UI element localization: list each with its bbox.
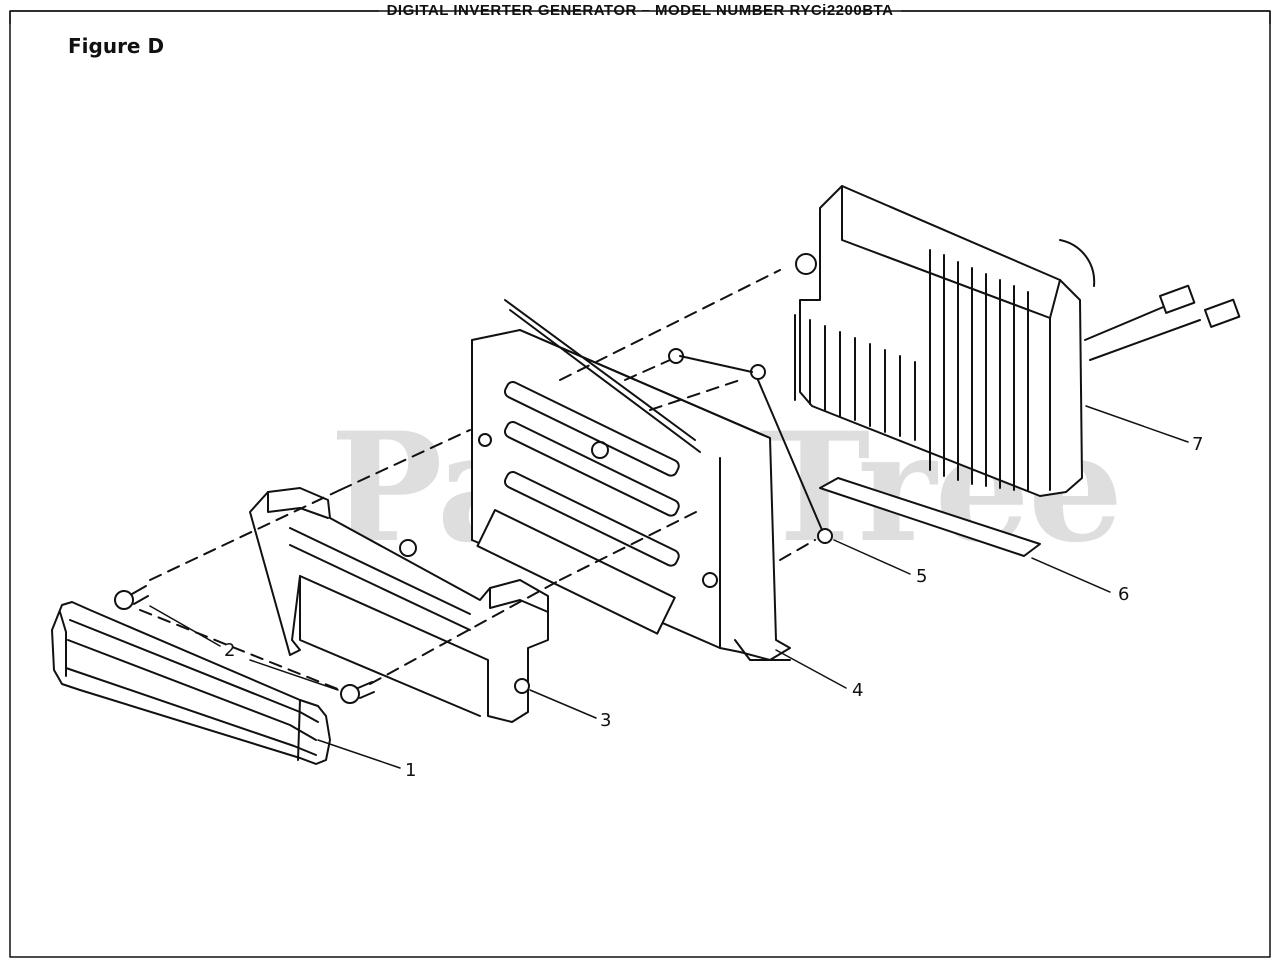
- leader-3: [529, 689, 597, 719]
- part-5-screws[interactable]: [668, 348, 833, 544]
- leader-2: [149, 605, 339, 691]
- leader-1: [317, 739, 401, 769]
- callout-2[interactable]: 2: [224, 640, 236, 661]
- leader-7: [1085, 405, 1189, 443]
- callout-5[interactable]: 5: [916, 566, 928, 587]
- part-2-screws[interactable]: [114, 585, 375, 704]
- figure-label: Figure D: [68, 34, 165, 58]
- callout-4[interactable]: 4: [852, 680, 864, 701]
- part-1-handle[interactable]: [51, 601, 331, 765]
- part-3-front-bracket[interactable]: [249, 487, 549, 723]
- leader-lines: [149, 405, 1189, 769]
- page-border: [9, 10, 1271, 958]
- part-4-frame-plate[interactable]: [139, 269, 816, 691]
- callout-6[interactable]: 6: [1118, 584, 1130, 605]
- callout-3[interactable]: 3: [600, 710, 612, 731]
- callout-7[interactable]: 7: [1192, 434, 1204, 455]
- leader-5: [833, 539, 911, 575]
- leader-6: [1031, 557, 1111, 593]
- leader-4: [775, 649, 847, 689]
- part-6-insulator-sheet[interactable]: [819, 477, 1041, 557]
- callout-1[interactable]: 1: [405, 760, 417, 781]
- part-7-inverter-module[interactable]: [794, 185, 1241, 497]
